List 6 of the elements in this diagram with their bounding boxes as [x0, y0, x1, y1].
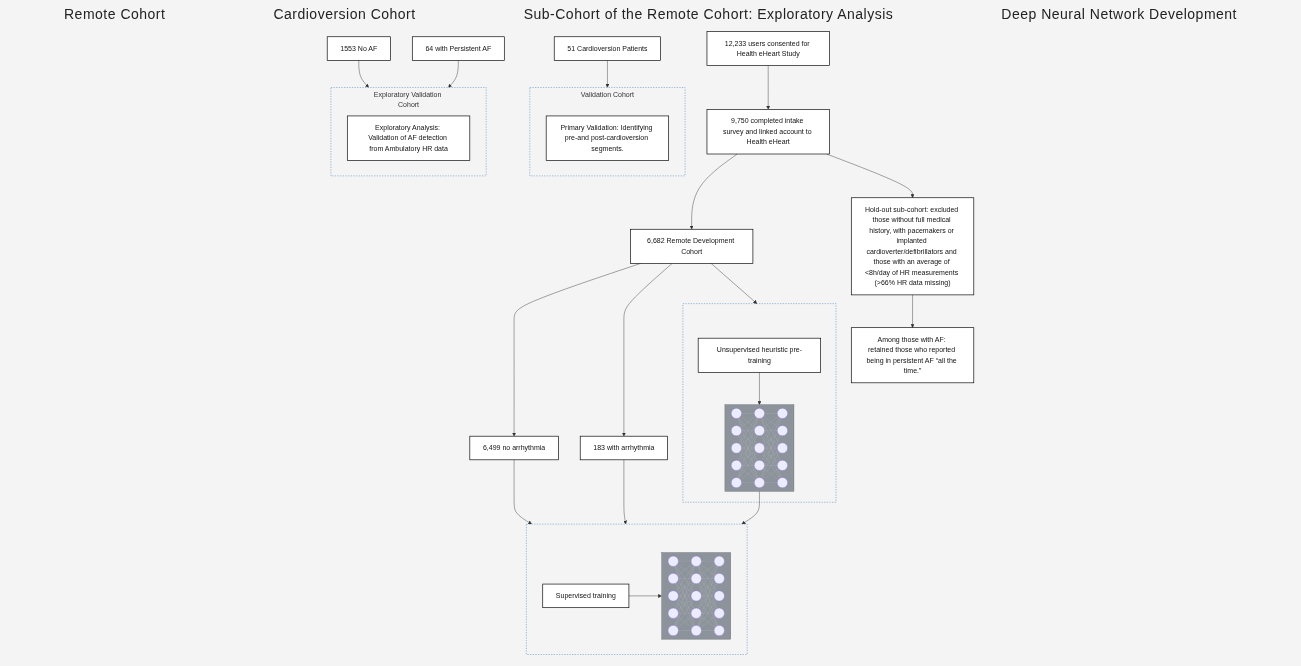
column-heading: Cardioversion Cohort [273, 6, 416, 24]
column-heading: Remote Cohort [64, 6, 166, 24]
column-heading: Sub-Cohort of the Remote Cohort: Exploratory Analysis [523, 6, 894, 24]
cluster [526, 523, 748, 655]
column-heading: Deep Neural Network Development [1001, 6, 1237, 24]
cluster [682, 303, 837, 503]
